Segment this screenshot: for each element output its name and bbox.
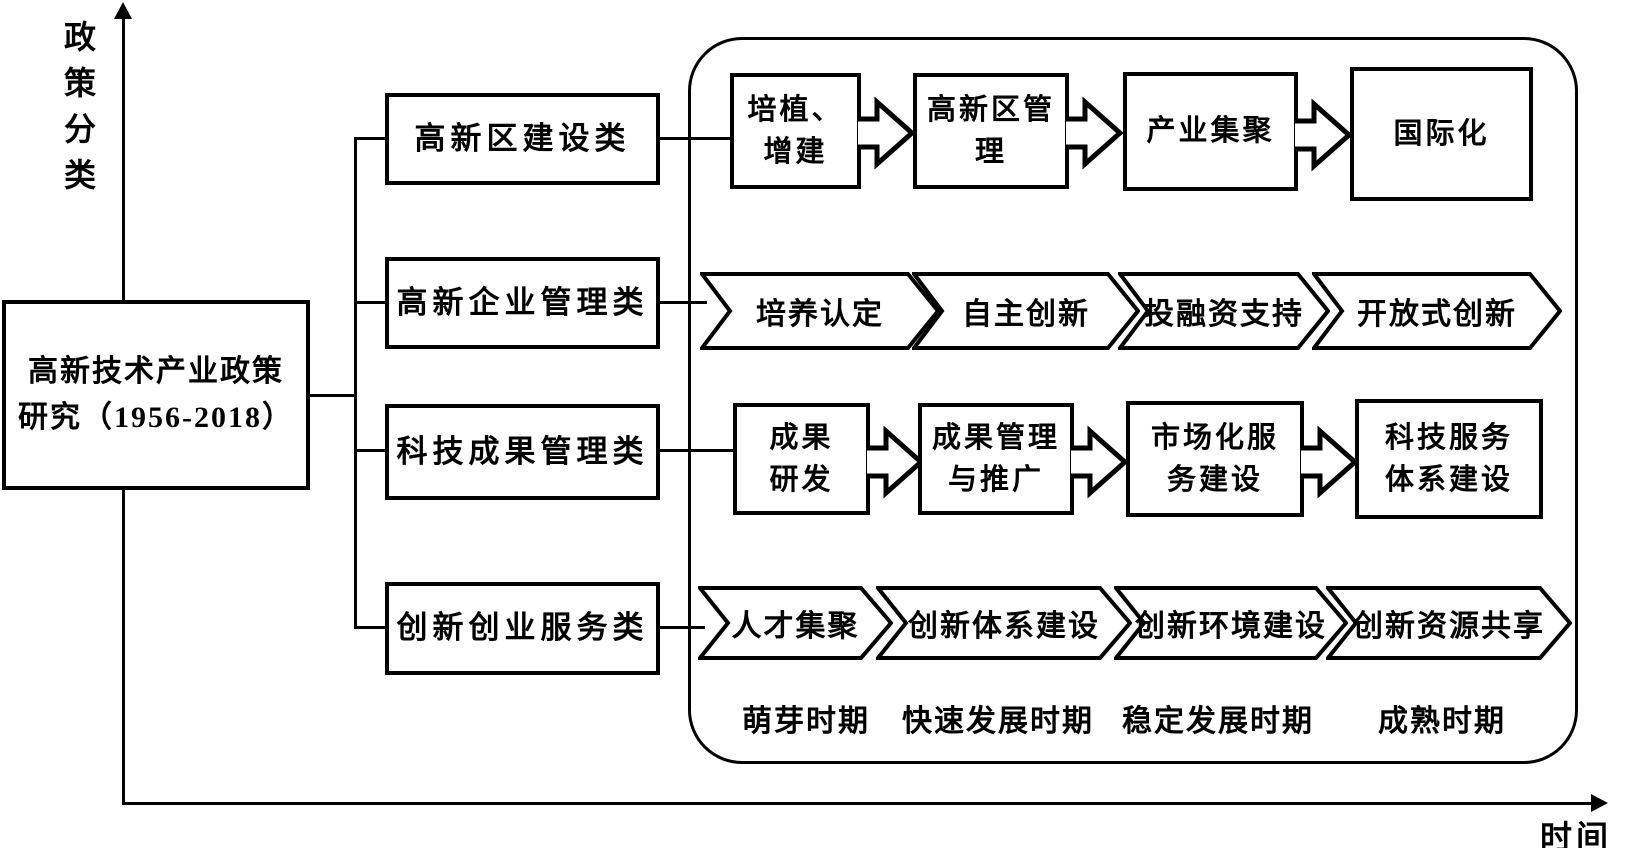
process-box: 国际化 <box>1350 67 1533 201</box>
chevron-step: 创新体系建设 <box>876 586 1132 660</box>
chevron-label: 开放式创新 <box>1357 298 1517 331</box>
process-box-label: 市场化服 务建设 <box>1150 421 1279 496</box>
connector-right-3 <box>657 449 735 452</box>
chevron-label: 人才集聚 <box>731 610 860 643</box>
process-box: 科技服务 体系建设 <box>1355 399 1543 519</box>
chevron-step: 投融资支持 <box>1118 272 1330 350</box>
process-box-label: 成果管理 与推广 <box>931 421 1060 496</box>
chevron-label: 创新体系建设 <box>908 610 1100 643</box>
connector-stub-3 <box>356 449 385 452</box>
chevron-label: 自主创新 <box>962 298 1090 331</box>
process-box-label: 培植、 增建 <box>747 93 844 168</box>
category-label: 高新企业管理类 <box>396 284 649 320</box>
x-axis-label: 时间轴 <box>1540 819 1613 848</box>
chevron-step: 人才集聚 <box>698 586 893 660</box>
category-box-enterprise: 高新企业管理类 <box>385 257 660 349</box>
process-box: 培植、 增建 <box>730 73 861 189</box>
process-box-label: 高新区管 理 <box>926 93 1055 168</box>
x-axis-arrowhead-icon <box>1591 794 1608 812</box>
block-arrow-connector-icon <box>866 424 925 500</box>
chevron-step: 培养认定 <box>700 272 940 350</box>
block-arrow-connector-icon <box>1065 95 1124 171</box>
category-box-service: 创新创业服务类 <box>385 582 660 675</box>
process-box: 市场化服 务建设 <box>1126 401 1304 517</box>
category-label: 创新创业服务类 <box>396 610 649 646</box>
root-box: 高新技术产业政策 研究（1956-2018） <box>2 300 310 490</box>
phase-label: 成熟时期 <box>1378 705 1506 738</box>
chevron-label: 创新资源共享 <box>1353 610 1545 643</box>
y-axis-label: 政策分类 <box>60 20 96 204</box>
chevron-step: 开放式创新 <box>1312 272 1562 350</box>
process-box-label: 科技服务 体系建设 <box>1384 421 1513 496</box>
connector-bus <box>354 137 357 629</box>
phase-label: 快速发展时期 <box>902 705 1094 738</box>
connector-right-2 <box>657 301 707 304</box>
y-axis-arrowhead-icon <box>114 2 132 19</box>
category-box-achievement: 科技成果管理类 <box>385 404 660 500</box>
category-label: 高新区建设类 <box>414 120 631 156</box>
connector-right-1 <box>657 137 732 140</box>
chevron-step: 创新资源共享 <box>1326 586 1572 660</box>
process-box: 成果 研发 <box>733 403 870 515</box>
connector-stub-2 <box>356 301 385 304</box>
process-box-label: 国际化 <box>1393 117 1490 150</box>
connector-stub-4 <box>356 626 385 629</box>
chevron-step: 创新环境建设 <box>1114 586 1348 660</box>
block-arrow-connector-icon <box>857 95 916 171</box>
phase-label: 稳定发展时期 <box>1122 705 1314 738</box>
process-box: 高新区管 理 <box>913 73 1069 189</box>
chevron-step: 自主创新 <box>912 272 1140 350</box>
x-axis-line <box>122 802 1593 805</box>
category-label: 科技成果管理类 <box>396 433 649 469</box>
connector-right-4 <box>657 626 705 629</box>
chevron-label: 培养认定 <box>756 298 884 331</box>
category-box-park: 高新区建设类 <box>385 93 660 185</box>
phase-label: 萌芽时期 <box>742 705 870 738</box>
process-box-label: 产业集聚 <box>1146 115 1275 148</box>
process-box: 成果管理 与推广 <box>918 403 1074 515</box>
process-box-label: 成果 研发 <box>769 421 834 496</box>
chevron-label: 创新环境建设 <box>1135 610 1327 643</box>
process-box: 产业集聚 <box>1123 72 1298 191</box>
chevron-label: 投融资支持 <box>1144 298 1304 331</box>
connector-root <box>308 394 356 397</box>
connector-stub-1 <box>356 137 385 140</box>
block-arrow-connector-icon <box>1294 97 1353 173</box>
block-arrow-connector-icon <box>1300 424 1359 500</box>
timeline-panel <box>688 37 1578 764</box>
block-arrow-connector-icon <box>1070 424 1129 500</box>
root-box-title: 高新技术产业政策 研究（1956-2018） <box>18 354 294 435</box>
